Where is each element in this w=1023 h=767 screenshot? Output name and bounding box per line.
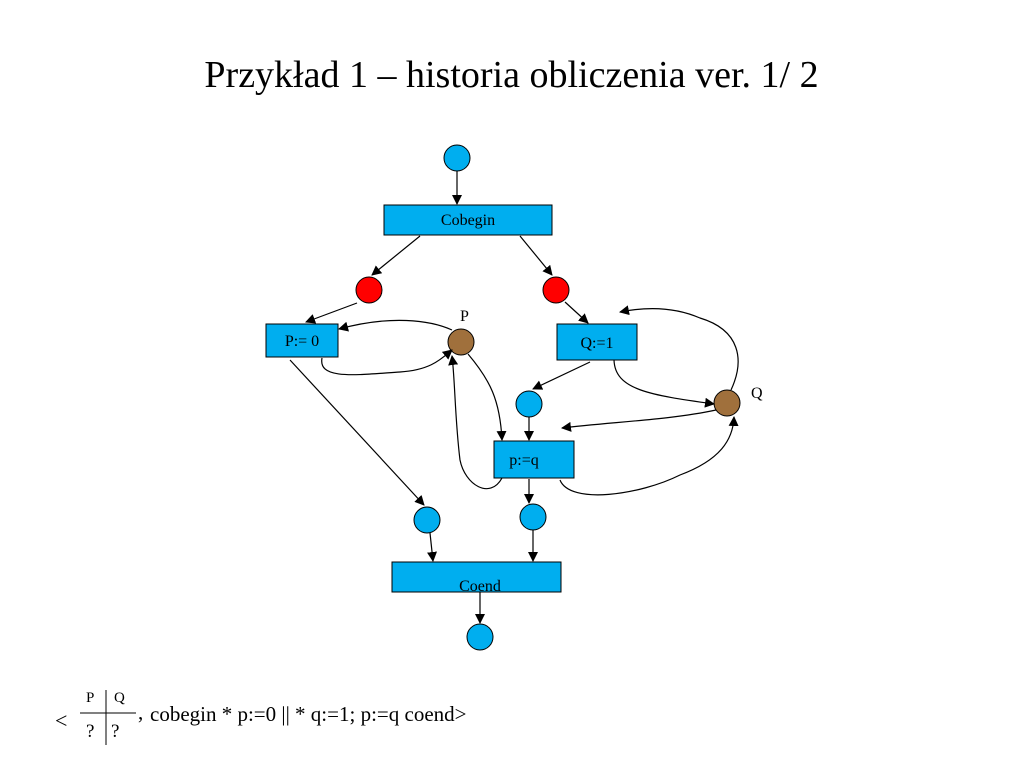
arc-red-left-pbox [305, 302, 358, 324]
blue-place-mid [515, 390, 543, 418]
cobegin-box [383, 204, 553, 236]
arc-pbox-to-blue-left [289, 359, 425, 506]
blue-place-left-bottom [413, 506, 441, 534]
arc-blue-left-coend [427, 532, 438, 562]
state-open-bracket: < [55, 708, 68, 733]
p-assign-label: P:= 0 [285, 333, 319, 350]
execution-sequence: cobegin * p:=0 || * q:=1; p:=q coend> [150, 702, 467, 726]
pq-assign-box [493, 440, 575, 479]
q-assign-label: Q:=1 [580, 335, 613, 352]
arc-p-to-pbox [338, 319, 453, 332]
coend-label: Coend [459, 578, 501, 595]
pq-assign-label: p:=q [509, 452, 538, 469]
arc-p-to-pqbox [467, 353, 507, 441]
arc-cobegin-red-right [519, 235, 553, 276]
page-title: Przykład 1 – historia obliczenia ver. 1/… [204, 54, 819, 96]
arc-q-to-qbox [619, 305, 739, 391]
arc-qbox-to-blue-mid [532, 361, 591, 390]
red-place-right [542, 276, 570, 304]
coend-box [391, 561, 562, 593]
arc-cobegin-red-left [371, 235, 421, 276]
state-header-p: P [86, 690, 95, 706]
arc-pqbox-to-p [448, 355, 503, 490]
cobegin-label: Cobegin [441, 212, 495, 229]
variable-p-place [447, 328, 475, 356]
end-place [466, 623, 494, 651]
arc-q-to-pqbox [561, 409, 717, 432]
start-place [443, 144, 471, 172]
red-place-left [355, 276, 383, 304]
state-value-p: ? [86, 721, 95, 742]
variable-p-label: P [460, 308, 469, 325]
arc-pqbox-to-q [559, 416, 739, 496]
variable-q-label: Q [751, 385, 763, 402]
blue-place-right-bottom [519, 503, 547, 531]
state-header-q: Q [114, 690, 125, 706]
q-assign-box [556, 323, 638, 361]
p-assign-box [265, 323, 339, 358]
arc-red-right-qbox [564, 301, 589, 324]
arc-qbox-to-q [613, 359, 715, 408]
state-value-q: ? [111, 721, 120, 742]
arc-pbox-to-p [321, 349, 453, 376]
state-comma: , [138, 700, 144, 724]
variable-q-place [713, 389, 741, 417]
